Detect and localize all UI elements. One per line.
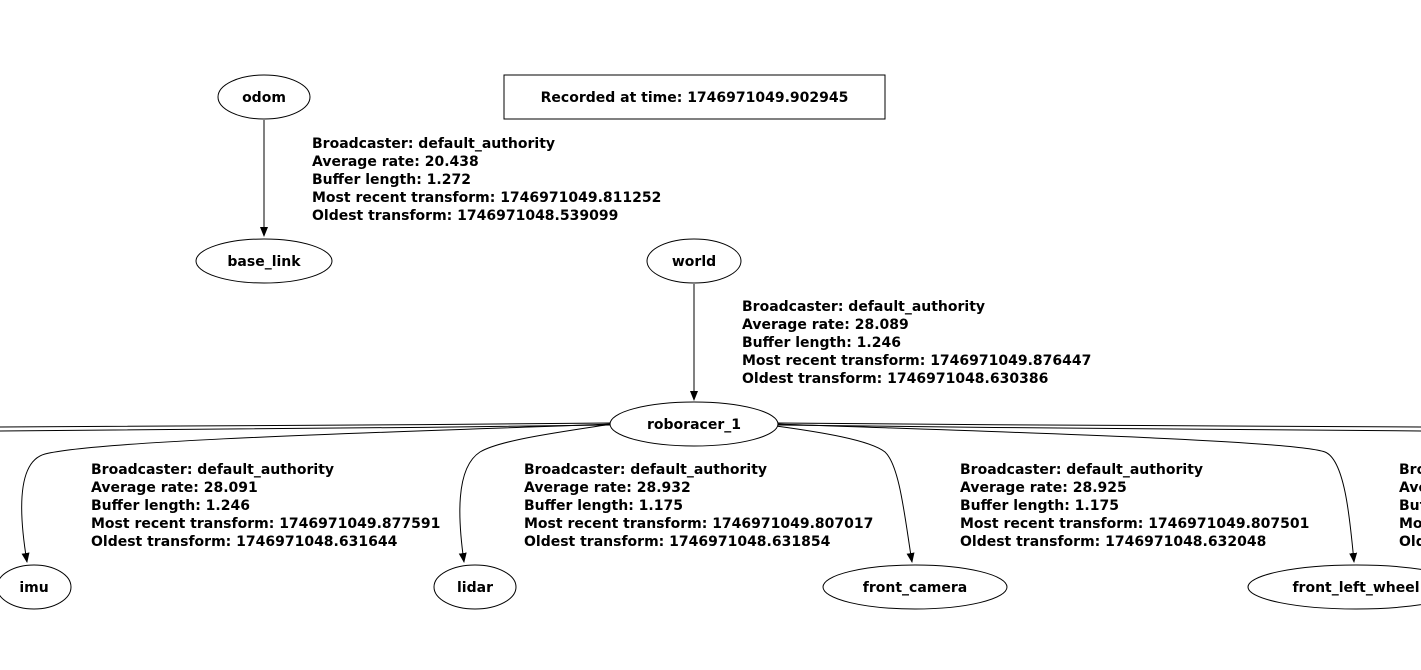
edge-label-odom-base-link: Broadcaster: default_authority Average r… xyxy=(312,136,661,224)
node-label: front_left_wheel xyxy=(1292,580,1419,596)
most-recent-transform-text: Most recent transform: 1746971049.876447 xyxy=(742,353,1091,369)
node-odom: odom xyxy=(217,74,311,120)
average-rate-text: Average rate: 20.438 xyxy=(312,154,479,170)
average-rate-text: Average rate: 28.925 xyxy=(960,480,1127,496)
most-recent-transform-text: Most recent transform: 1746971049.811252 xyxy=(312,190,661,206)
edge-offscreen-right-1 xyxy=(777,422,1421,428)
broadcaster-text: Broadcaster: default_authority xyxy=(960,462,1203,478)
node-base-link: base_link xyxy=(195,238,333,284)
most-recent-transform-text: Mos xyxy=(1399,516,1421,532)
node-label: imu xyxy=(19,580,48,596)
buffer-length-text: Buf xyxy=(1399,498,1421,514)
edge-offscreen-left-1 xyxy=(0,422,611,428)
edge-roboracer-1-front-camera xyxy=(775,425,915,563)
average-rate-text: Average rate: 28.089 xyxy=(742,317,909,333)
node-label: odom xyxy=(242,90,286,106)
edge-offscreen-right-2 xyxy=(777,424,1421,432)
oldest-transform-text: Oldest transform: 1746971048.630386 xyxy=(742,371,1048,387)
broadcaster-text: Broadcaster: default_authority xyxy=(91,462,334,478)
edge-offscreen-left-2 xyxy=(0,424,611,432)
node-label: roboracer_1 xyxy=(647,417,741,433)
average-rate-text: Average rate: 28.091 xyxy=(91,480,258,496)
oldest-transform-text: Oldest transform: 1746971048.631644 xyxy=(91,534,398,550)
edge-label-roboracer-1-imu: Broadcaster: default_authority Average r… xyxy=(91,462,440,550)
most-recent-transform-text: Most recent transform: 1746971049.807017 xyxy=(524,516,873,532)
average-rate-text: Ave xyxy=(1399,480,1421,496)
edge-label-roboracer-1-front-left-wheel: Bro Ave Buf Mos Old xyxy=(1399,462,1421,550)
node-label: base_link xyxy=(227,254,301,270)
edge-roboracer-1-imu xyxy=(21,423,613,563)
node-label: world xyxy=(672,254,716,270)
oldest-transform-text: Oldest transform: 1746971048.539099 xyxy=(312,208,618,224)
average-rate-text: Average rate: 28.932 xyxy=(524,480,691,496)
broadcaster-text: Broadcaster: default_authority xyxy=(312,136,555,152)
edge-roboracer-1-front-left-wheel xyxy=(775,423,1358,563)
edge-label-world-roboracer-1: Broadcaster: default_authority Average r… xyxy=(742,299,1091,387)
node-front-camera: front_camera xyxy=(822,564,1008,610)
broadcaster-text: Broadcaster: default_authority xyxy=(524,462,767,478)
node-label: front_camera xyxy=(863,580,967,596)
buffer-length-text: Buffer length: 1.175 xyxy=(524,498,683,514)
buffer-length-text: Buffer length: 1.246 xyxy=(742,335,901,351)
edge-label-roboracer-1-lidar: Broadcaster: default_authority Average r… xyxy=(524,462,873,550)
most-recent-transform-text: Most recent transform: 1746971049.807501 xyxy=(960,516,1309,532)
buffer-length-text: Buffer length: 1.246 xyxy=(91,498,250,514)
oldest-transform-text: Oldest transform: 1746971048.632048 xyxy=(960,534,1266,550)
broadcaster-text: Broadcaster: default_authority xyxy=(742,299,985,315)
buffer-length-text: Buffer length: 1.175 xyxy=(960,498,1119,514)
node-roboracer-1: roboracer_1 xyxy=(609,401,779,447)
node-imu: imu xyxy=(0,564,72,610)
recorded-time-box: Recorded at time: 1746971049.902945 xyxy=(503,74,886,120)
edge-label-roboracer-1-front-camera: Broadcaster: default_authority Average r… xyxy=(960,462,1309,550)
node-label: lidar xyxy=(457,580,493,596)
node-lidar: lidar xyxy=(433,564,517,610)
edge-roboracer-1-lidar xyxy=(458,423,613,563)
oldest-transform-text: Oldest transform: 1746971048.631854 xyxy=(524,534,831,550)
node-world: world xyxy=(646,238,742,284)
node-front-left-wheel: front_left_wheel xyxy=(1247,564,1421,610)
oldest-transform-text: Old xyxy=(1399,534,1421,550)
most-recent-transform-text: Most recent transform: 1746971049.877591 xyxy=(91,516,440,532)
buffer-length-text: Buffer length: 1.272 xyxy=(312,172,471,188)
broadcaster-text: Bro xyxy=(1399,462,1421,478)
recorded-time-label: Recorded at time: 1746971049.902945 xyxy=(541,90,849,106)
